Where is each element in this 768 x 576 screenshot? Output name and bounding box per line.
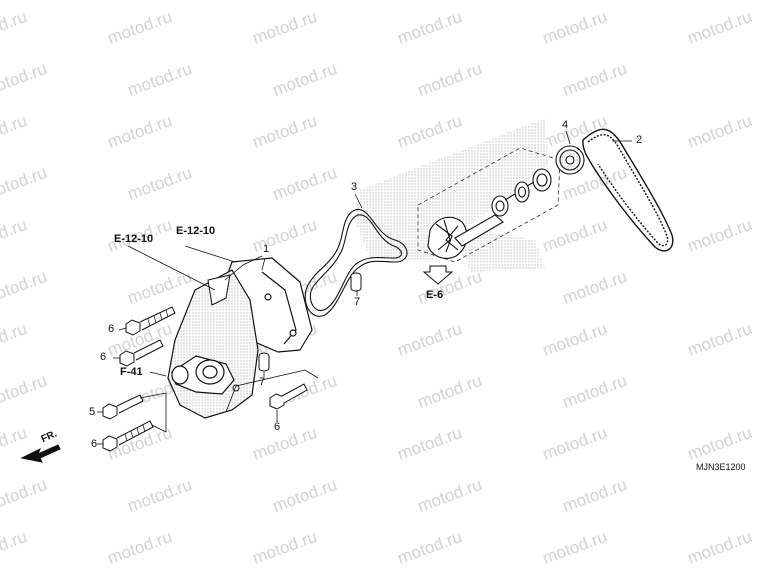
dowel-pin-lower bbox=[258, 352, 270, 372]
flange-bolt-6b bbox=[119, 339, 164, 367]
e6-arrow bbox=[422, 265, 454, 285]
leader-lines bbox=[97, 193, 363, 445]
callout-1: 1 bbox=[263, 243, 270, 255]
flange-bolt-6d bbox=[269, 383, 308, 410]
callout-5: 5 bbox=[89, 406, 96, 418]
front-arrow bbox=[20, 444, 61, 463]
assembly-box bbox=[417, 147, 561, 263]
callout-4: 4 bbox=[562, 119, 569, 131]
crankcase-shading bbox=[355, 118, 548, 262]
pump-gasket bbox=[304, 208, 408, 317]
callout-2: 2 bbox=[636, 134, 643, 146]
callout-7-upper: 7 bbox=[354, 296, 361, 308]
diagram-code: MJN3E1200 bbox=[696, 462, 746, 472]
ref-e6[interactable]: E-6 bbox=[426, 289, 444, 301]
callout-6-upper-bolt: 6 bbox=[108, 323, 115, 335]
callout-7-lower: 7 bbox=[259, 376, 266, 388]
callout-6-right-bolt: 6 bbox=[274, 421, 281, 433]
ref-e12-10-left[interactable]: E-12-10 bbox=[114, 233, 154, 245]
callout-3: 3 bbox=[351, 181, 358, 193]
callout-6-lower-bolt: 6 bbox=[91, 438, 98, 450]
drive-sprocket bbox=[555, 145, 585, 175]
dowel-pin-upper bbox=[350, 272, 362, 292]
outlet-pipe bbox=[171, 355, 235, 395]
ref-e12-10-right[interactable]: E-12-10 bbox=[176, 225, 216, 237]
ref-f41[interactable]: F-41 bbox=[120, 366, 143, 378]
flange-bolt-6c bbox=[102, 420, 154, 452]
drive-chain bbox=[582, 128, 674, 252]
flange-bolt-5 bbox=[102, 394, 144, 420]
impeller-assembly bbox=[427, 168, 552, 259]
flange-bolt-6a bbox=[125, 306, 176, 336]
callout-6-middle-bolt: 6 bbox=[100, 351, 107, 363]
